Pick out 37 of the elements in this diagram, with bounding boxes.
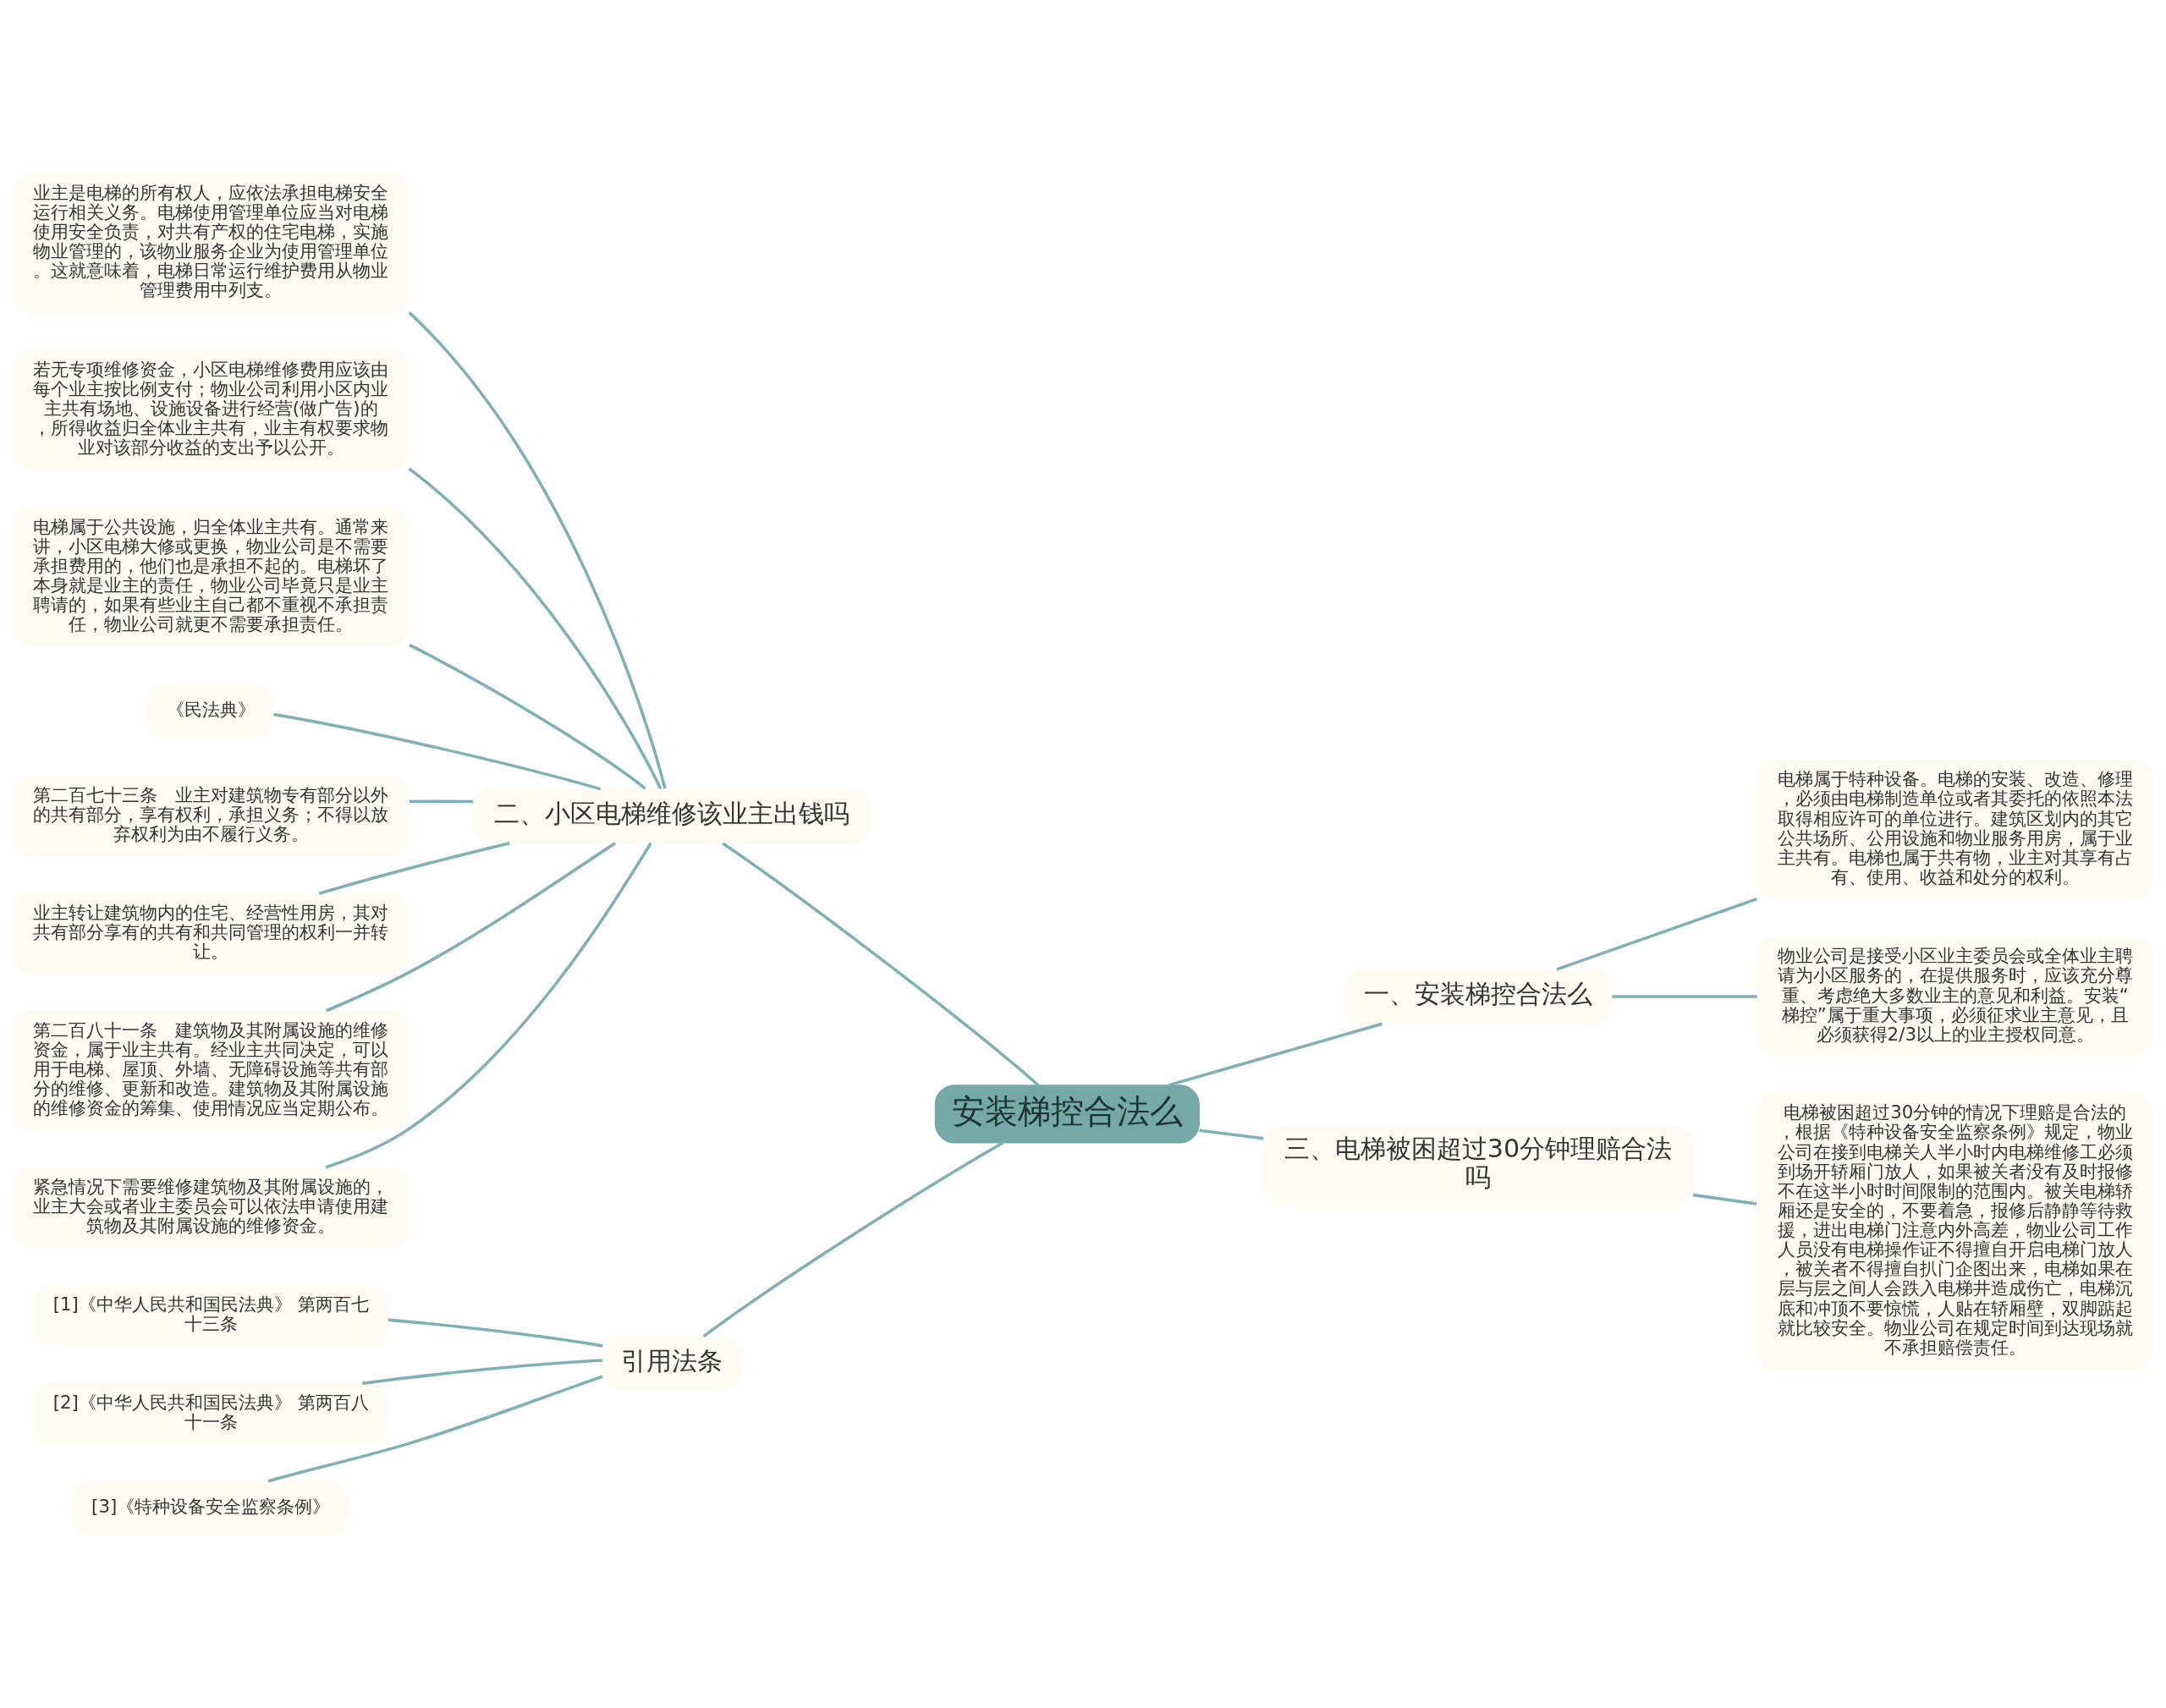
node-box: 引用法条: [602, 1335, 743, 1392]
connector: [326, 841, 616, 1012]
node-box: 第二百七十三条 业主对建筑物专有部分以外的共有部分，享有权利，承担义务；不得以放弃权利为由不履行义务。: [12, 775, 410, 857]
node-box: 业主转让建筑物内的住宅、经营性用房，其对共有部分享有的共有和共同管理的权利一并转让。: [12, 892, 410, 974]
connector: [1199, 1128, 1264, 1140]
node-box: 第二百八十一条 建筑物及其附属设施的维修资金，属于业主共有。经业主共同决定，可以用于电梯、屋顶、外墙、无障碍设施等共有部分的维修、更新和改造。建筑物及其附属设施的维修资金的筹集、使用情况应当定期公布。: [12, 1009, 410, 1130]
node-box: 电梯被困超过30分钟的情况下理赔是合法的，根据《特种设备安全监察条例》规定，物业公司在接到电梯关人半小时内电梯维修工必须到场开轿厢门放人，如果被关者没有及时报修不在这半小时时间限制的范围内。被关电梯轿厢还是安全的，不要着急，报修后静静等待救援，进出电梯门注意内外高差，物业公司工作人员没有电梯操作证不得擅自开启电梯门放人，被关者不得擅自扒门企图出来，电梯如果在层与层之间人会跌入电梯井造成伤亡，电梯沉底和冲顶不要惊慌，人贴在轿厢壁，双脚踮起就比较安全。物业公司在规定时间到达现场就不承担赔偿责任。: [1756, 1092, 2154, 1370]
connector: [1556, 897, 1757, 971]
node-box: 电梯属于公共设施，归全体业主共有。通常来讲，小区电梯大修或更换，物业公司是不需要承担费用的，他们也是承担不起的。电梯坏了本身就是业主的责任，物业公司毕竟只是业主聘请的，如果有些业主自己都不重视不承担责任，物业公司就更不需要承担责任。: [12, 506, 410, 647]
connector: [1692, 1193, 1757, 1205]
node-box: 若无专项维修资金，小区电梯维修费用应该由每个业主按比例支付；物业公司利用小区内业主共有场地、设施设备进行经营(做广告)的，所得收益归全体业主共有，业主有权要求物业对该部分收益的支出予以公开。: [12, 349, 410, 470]
connector: [325, 842, 652, 1169]
node-box: 安装梯控合法么: [934, 1084, 1200, 1144]
node-box: 《民法典》: [147, 682, 274, 739]
connector: [1168, 1022, 1383, 1087]
node-box: 业主是电梯的所有权人，应依法承担电梯安全运行相关义务。电梯使用管理单位应当对电梯使用安全负责，对共有产权的住宅电梯，实施物业管理的，该物业服务企业为使用管理单位。这就意味着，电梯日常运行维护费用从物业管理费用中列支。: [12, 172, 410, 313]
node-box: 电梯属于特种设备。电梯的安装、改造、修理，必须由电梯制造单位或者其委托的依照本法取得相应许可的单位进行。建筑区划内的其它公共场所、公用设施和物业服务用房，属于业主共有。电梯也属于共有物，业主对其享有占有、使用、收益和处分的权利。: [1756, 759, 2154, 899]
connector: [409, 643, 646, 789]
connector: [722, 841, 1040, 1086]
connector: [318, 841, 510, 895]
node-box: 物业公司是接受小区业主委员会或全体业主聘请为小区服务的，在提供服务时，应该充分尊重、考虑绝大多数业主的意见和利益。安装“梯控”属于重大事项，必须征求业主意见，且必须获得2/3以上的业主授权同意。: [1756, 936, 2154, 1057]
connector: [267, 1374, 603, 1482]
node-box: 紧急情况下需要维修建筑物及其附属设施的，业主大会或者业主委员会可以依法申请使用建筑物及其附属设施的维修资金。: [12, 1166, 410, 1248]
node-box: [3]《特种设备安全监察条例》: [72, 1480, 349, 1536]
connector: [408, 467, 662, 789]
connector: [408, 310, 667, 789]
node-box: [2]《中华人民共和国民法典》 第两百八十一条: [33, 1381, 389, 1444]
node-box: [1]《中华人民共和国民法典》 第两百七十三条: [33, 1284, 389, 1347]
connector: [362, 1358, 602, 1385]
connector: [273, 712, 601, 790]
node-box: 三、电梯被困超过30分钟理赔合法吗: [1262, 1124, 1694, 1205]
connector: [1612, 994, 1757, 998]
node-box: 一、安装梯控合法么: [1343, 968, 1614, 1024]
connector: [702, 1140, 1004, 1337]
node-box: 二、小区电梯维修该业主出钱吗: [472, 788, 872, 844]
connector: [388, 1317, 603, 1348]
connector: [409, 799, 474, 803]
